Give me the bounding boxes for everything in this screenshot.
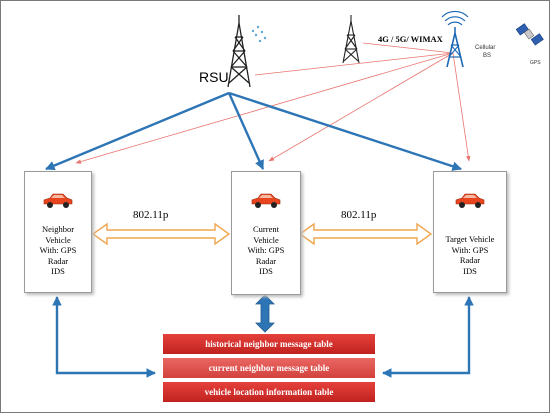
rsu-links — [45, 91, 462, 171]
historical-neighbor-table: historical neighbor message table — [163, 334, 375, 354]
rsu-tower-icon — [227, 15, 251, 88]
car-icon — [251, 193, 281, 208]
table-links — [52, 296, 474, 378]
vehicle-info-line: IDS — [51, 266, 65, 276]
vehicle-info-line: IDS — [259, 266, 273, 276]
network-tower-icon — [342, 15, 360, 64]
vehicle-info-line: IDS — [463, 265, 477, 276]
vehicle-info-line: With: GPS — [451, 244, 489, 255]
gps-satellite-icon — [515, 23, 544, 46]
current-vehicle-box: Current Vehicle With: GPS Radar IDS — [231, 171, 301, 295]
gps-label: GPS — [530, 60, 541, 66]
v2v-link-right — [298, 222, 433, 246]
link-label-left: 802.11p — [133, 209, 169, 221]
current-neighbor-table: current neighbor message table — [163, 358, 375, 378]
vehicle-info-line: Target Vehicle — [445, 234, 495, 244]
signal-dots — [251, 25, 267, 43]
v2v-link-left — [91, 222, 231, 246]
vehicle-info-line: Vehicle — [45, 234, 71, 245]
vehicle-info-line: With: GPS — [39, 245, 77, 255]
car-icon — [43, 193, 73, 208]
vehicle-info: Target Vehicle With: GPS Radar IDS — [446, 234, 495, 276]
vehicle-info: Neighbor Vehicle With: GPS Radar IDS — [40, 224, 77, 277]
vehicle-info: Current Vehicle With: GPS Radar IDS — [248, 224, 285, 277]
link-label-right: 802.11p — [341, 209, 377, 221]
cellular-label-line: BS — [483, 53, 492, 59]
cellular-bs-label: Cellular BS — [475, 44, 495, 60]
vehicle-info-line: Vehicle — [253, 234, 279, 245]
car-icon — [455, 193, 485, 208]
target-vehicle-box: Target Vehicle With: GPS Radar IDS — [433, 171, 507, 293]
vehicle-info-line: With: GPS — [247, 245, 285, 255]
rsu-label: RSU — [199, 69, 229, 85]
neighbor-vehicle-box: Neighbor Vehicle With: GPS Radar IDS — [24, 171, 92, 293]
current-vehicle-table-arrow — [255, 294, 275, 333]
vehicle-info-line: Current — [253, 224, 279, 234]
vehicle-info-line: Neighbor — [41, 224, 75, 234]
cellular-links — [75, 42, 471, 164]
network-label: 4G / 5G/ WIMAX — [378, 34, 443, 44]
cellular-label-line: Cellular — [475, 45, 496, 51]
vehicle-info-line: Radar — [255, 255, 277, 266]
cellular-bs-icon — [441, 10, 469, 68]
vehicle-location-table: vehicle location information table — [163, 382, 375, 402]
vehicle-info-line: Radar — [459, 255, 481, 265]
vehicle-info-line: Radar — [47, 255, 69, 266]
